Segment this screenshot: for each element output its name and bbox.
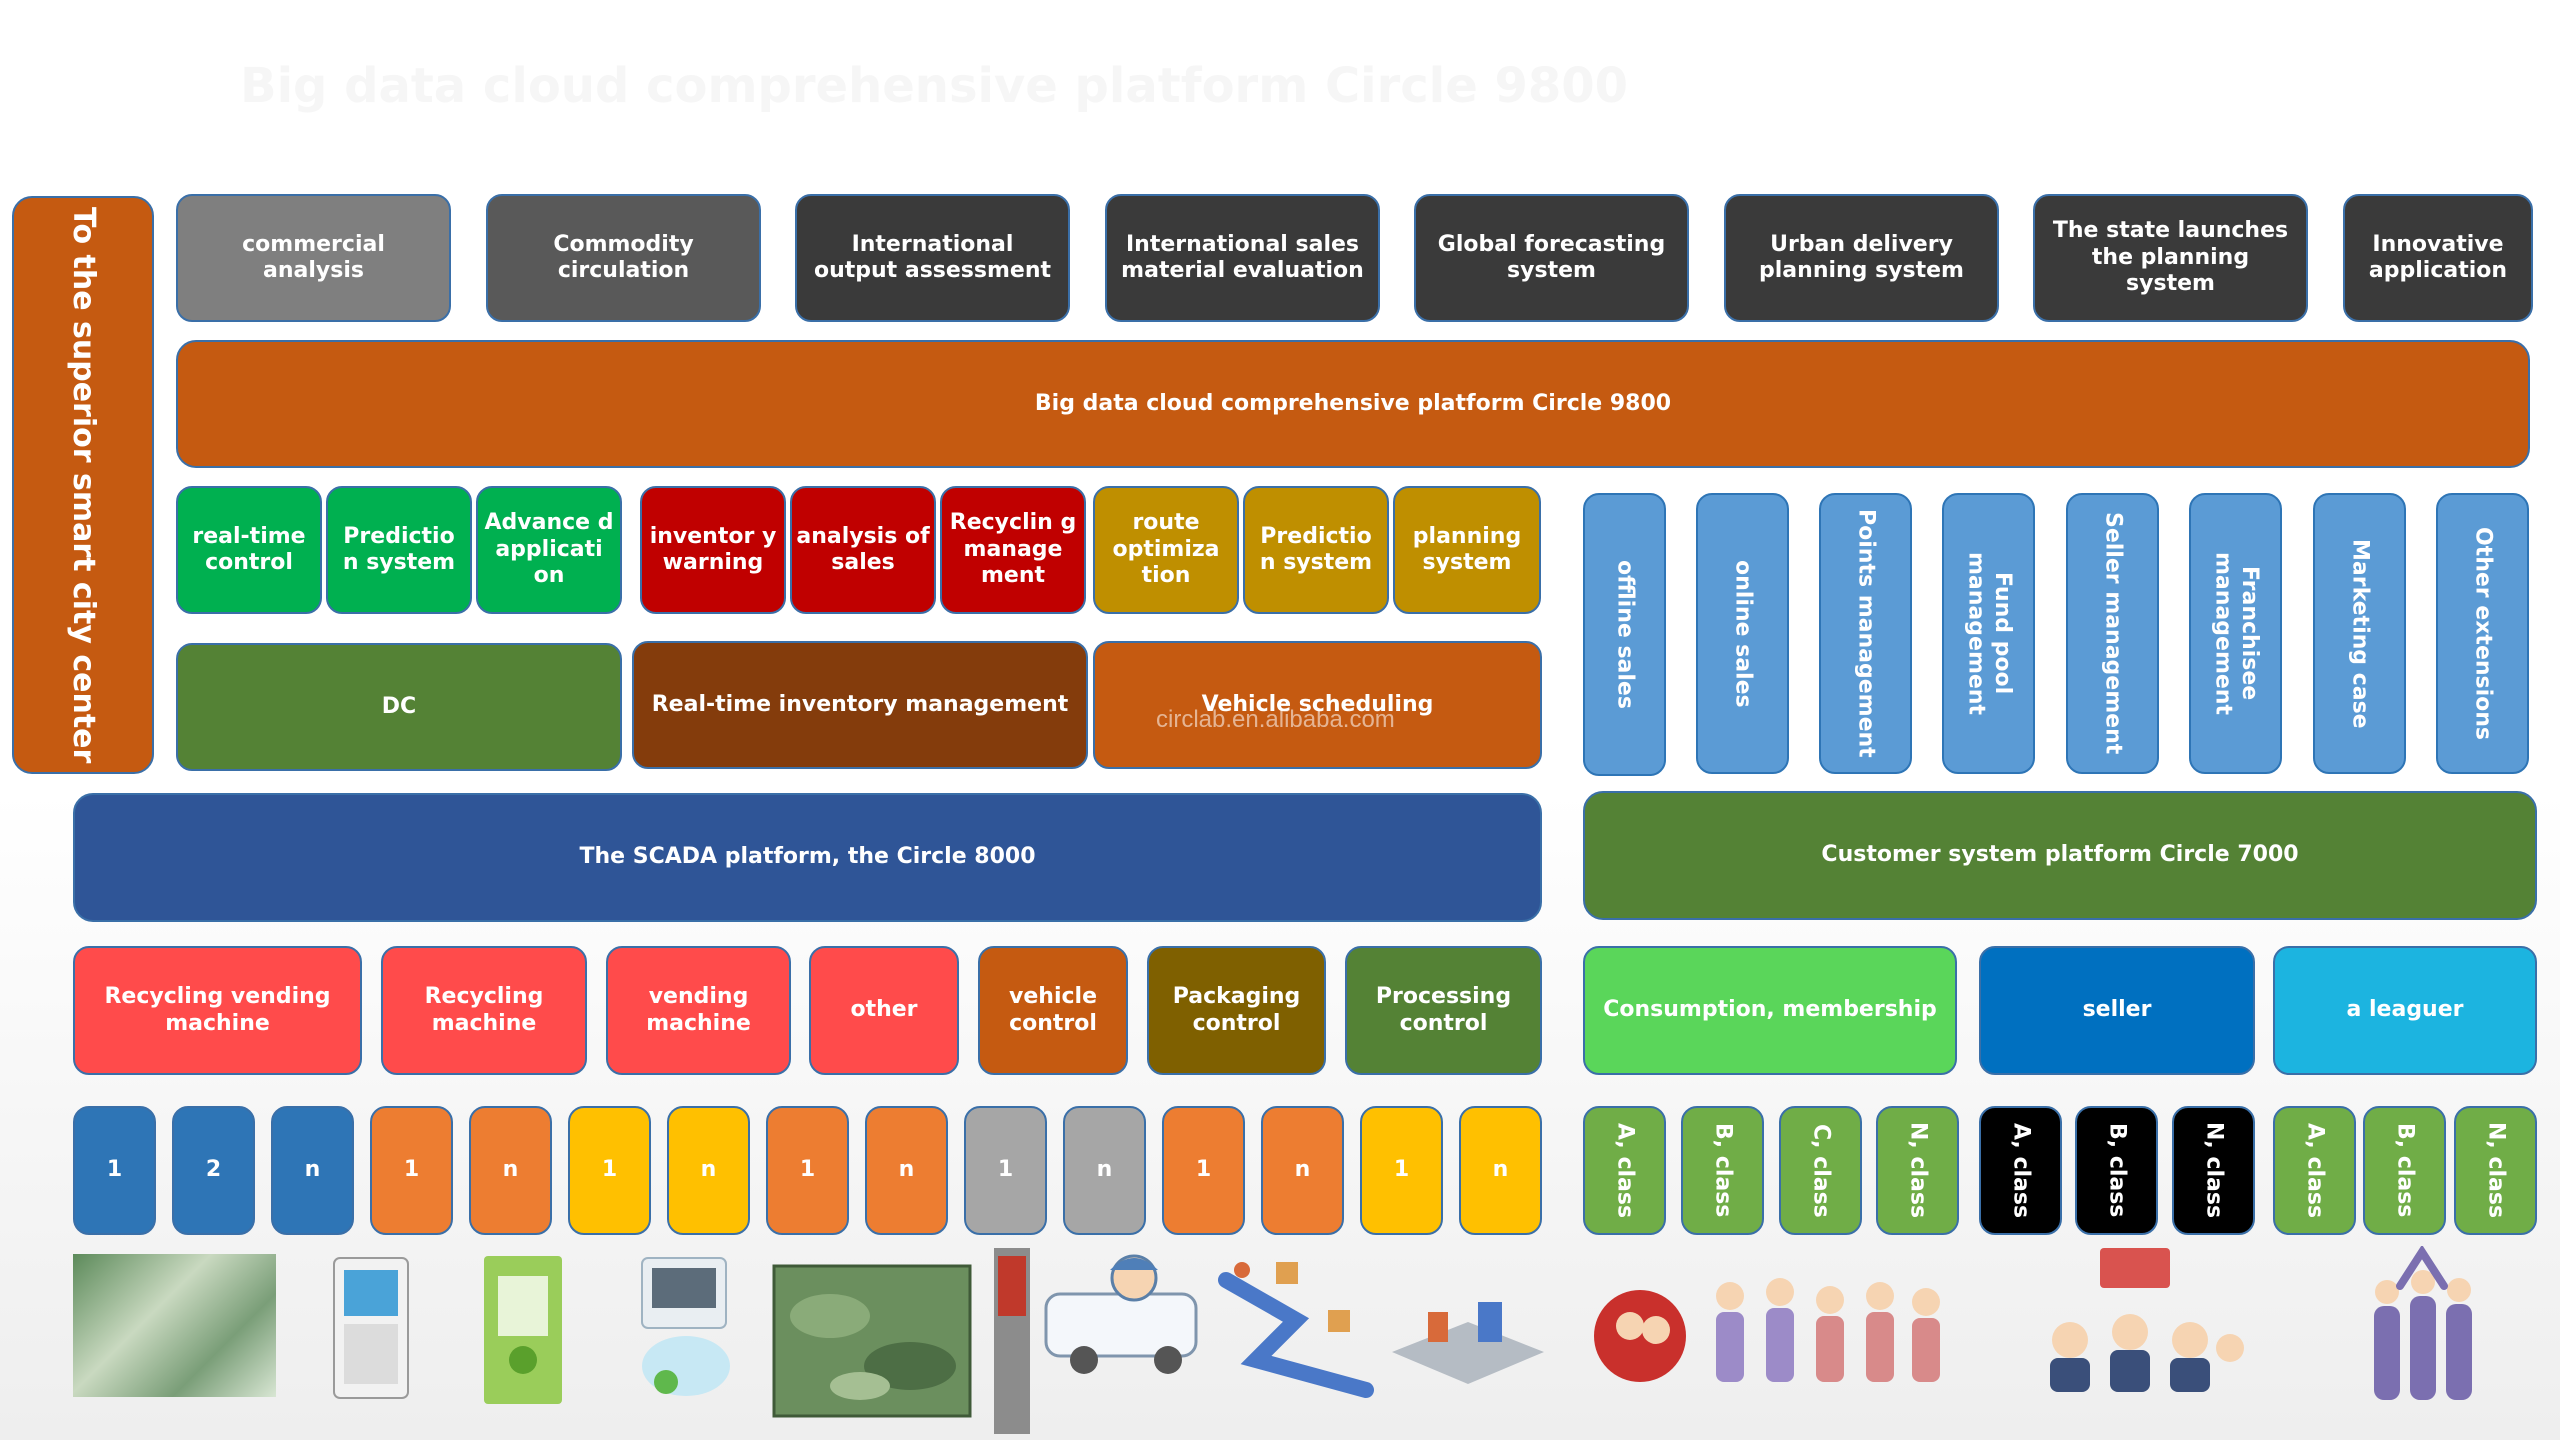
device-packaging-control: Packaging control [1147, 946, 1326, 1075]
device-unit: 1 [766, 1106, 849, 1235]
inventory-management-box: Real-time inventory management [632, 641, 1088, 769]
green-bin-image [484, 1256, 562, 1404]
logistics-flow-image [1218, 1262, 1374, 1398]
module-prediction-system: Predictio n system [326, 486, 472, 614]
app-urban-delivery-planning: Urban delivery planning system [1724, 194, 1999, 322]
device-unit: 1 [370, 1106, 453, 1235]
app-commercial-analysis: commercial analysis [176, 194, 451, 322]
high-five-people-image [2374, 1246, 2472, 1400]
scada-platform-bar: The SCADA platform, the Circle 8000 [73, 793, 1542, 922]
team-people-image [2050, 1248, 2244, 1392]
customer-marketing-case: Marketing case [2313, 493, 2406, 774]
app-international-output-assessment: International output assessment [795, 194, 1070, 322]
device-unit: 1 [1360, 1106, 1443, 1235]
module-analysis-of-sales: analysis of sales [790, 486, 936, 614]
tall-kiosk-image [994, 1248, 1030, 1434]
class-unit: N, class [1876, 1106, 1959, 1235]
device-vehicle-control: vehicle control [978, 946, 1128, 1075]
module-planning-system: planning system [1393, 486, 1541, 614]
app-state-planning: The state launches the planning system [2033, 194, 2308, 322]
dc-box: DC [176, 643, 622, 771]
device-unit: 1 [568, 1106, 651, 1235]
app-innovative-application: Innovative application [2343, 194, 2533, 322]
device-unit: 1 [1162, 1106, 1245, 1235]
app-global-forecasting: Global forecasting system [1414, 194, 1689, 322]
device-recycling-machine: Recycling machine [381, 946, 587, 1075]
customer-type-consumption-membership: Consumption, membership [1583, 946, 1957, 1075]
customer-type-seller: seller [1979, 946, 2255, 1075]
class-unit: A, class [2273, 1106, 2356, 1235]
device-unit: 1 [73, 1106, 156, 1235]
customer-offline-sales: offline sales [1583, 493, 1666, 776]
class-unit: N, class [2454, 1106, 2537, 1235]
camo-container-image [772, 1264, 972, 1418]
device-other: other [809, 946, 959, 1075]
device-unit: n [667, 1106, 750, 1235]
device-unit: n [469, 1106, 552, 1235]
faint-title: Big data cloud comprehensive platform Ci… [240, 58, 1629, 114]
customer-franchisee-management: Franchisee management [2189, 493, 2282, 774]
device-unit: n [865, 1106, 948, 1235]
module-prediction-system-2: Predictio n system [1243, 486, 1389, 614]
class-unit: A, class [1979, 1106, 2062, 1235]
family-group-image [1594, 1278, 1940, 1382]
device-unit: n [1459, 1106, 1542, 1235]
big-data-platform-bar: Big data cloud comprehensive platform Ci… [176, 340, 2530, 468]
customer-seller-management: Seller management [2066, 493, 2159, 774]
superior-city-center-label: To the superior smart city center [66, 206, 101, 764]
vehicle-scheduling-box: Vehicle scheduling [1093, 641, 1542, 769]
kiosk-image [333, 1257, 409, 1399]
module-recycling-management: Recyclin g manage ment [940, 486, 1086, 614]
class-unit: B, class [2075, 1106, 2158, 1235]
app-international-sales-evaluation: International sales material evaluation [1105, 194, 1380, 322]
customer-type-leaguer: a leaguer [2273, 946, 2537, 1075]
class-unit: A, class [1583, 1106, 1666, 1235]
app-commodity-circulation: Commodity circulation [486, 194, 761, 322]
class-unit: B, class [2363, 1106, 2446, 1235]
device-processing-control: Processing control [1345, 946, 1542, 1075]
device-vending-machine: vending machine [606, 946, 791, 1075]
module-route-optimization: route optimiza tion [1093, 486, 1239, 614]
factory-image [1392, 1302, 1544, 1384]
device-unit: n [1063, 1106, 1146, 1235]
customer-other-extensions: Other extensions [2436, 493, 2529, 774]
vending-device-image [641, 1257, 730, 1396]
module-advanced-application: Advance d applicati on [476, 486, 622, 614]
device-unit: n [1261, 1106, 1344, 1235]
class-unit: B, class [1681, 1106, 1764, 1235]
customer-online-sales: online sales [1696, 493, 1789, 774]
module-real-time-control: real-time control [176, 486, 322, 614]
watermark: circlab.en.alibaba.com [1156, 706, 1395, 733]
device-unit: 1 [964, 1106, 1047, 1235]
customer-points-management: Points management [1819, 493, 1912, 774]
device-unit: n [271, 1106, 354, 1235]
class-unit: C, class [1779, 1106, 1862, 1235]
module-inventory-warning: inventor y warning [640, 486, 786, 614]
delivery-van-image [1044, 1254, 1198, 1374]
superior-city-center-box: To the superior smart city center [12, 196, 154, 774]
customer-platform-bar: Customer system platform Circle 7000 [1583, 791, 2537, 920]
class-unit: N, class [2172, 1106, 2255, 1235]
device-recycling-vending-machine: Recycling vending machine [73, 946, 362, 1075]
customer-fund-pool-management: Fund pool management [1942, 493, 2035, 774]
device-unit: 2 [172, 1106, 255, 1235]
recycling-station-image [73, 1254, 276, 1397]
